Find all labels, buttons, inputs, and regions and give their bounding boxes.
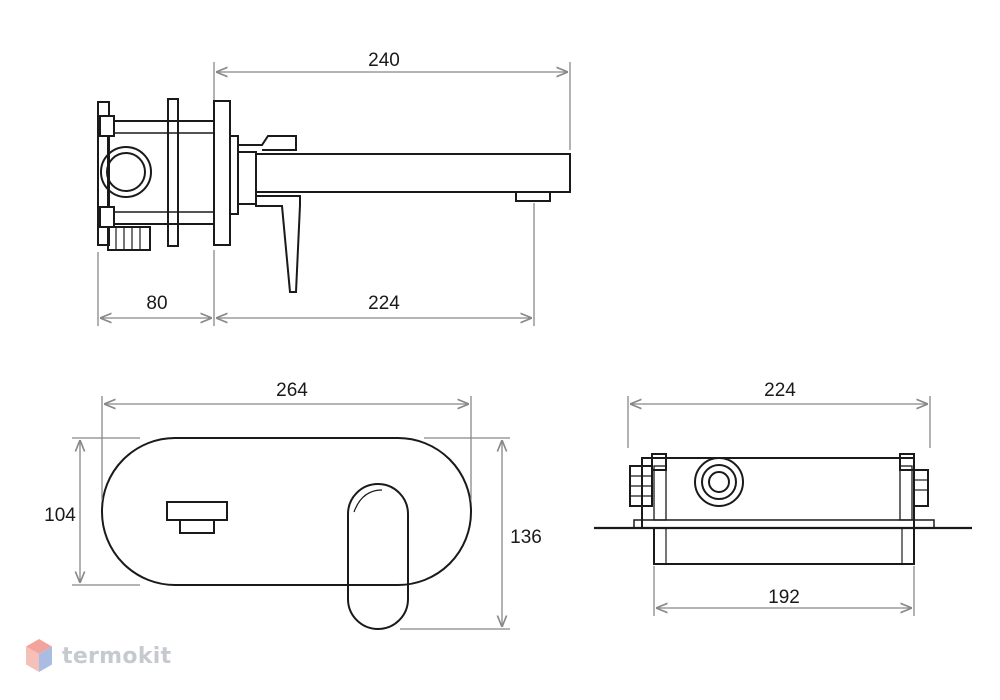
top-port-inner (708, 471, 730, 493)
dim-label-192: 192 (768, 587, 800, 608)
front-view (101, 437, 472, 630)
top-view (594, 453, 972, 565)
top-dimensions (627, 396, 931, 616)
dim-label-264: 264 (276, 380, 308, 401)
dim-label-240: 240 (368, 50, 400, 71)
side-lever (255, 195, 301, 293)
side-box-body (107, 120, 215, 225)
side-dimensions (97, 62, 571, 326)
dim-label-136: 136 (510, 527, 542, 548)
side-inlet-inner (106, 152, 146, 192)
side-left-bracket (97, 101, 110, 246)
dim-label-80: 80 (146, 293, 167, 314)
hexagon-cube-icon (26, 639, 52, 672)
dim-label-104: 104 (44, 505, 76, 526)
side-inlet-outer (100, 146, 152, 198)
top-box-body (641, 457, 915, 529)
top-port-outer (694, 457, 744, 507)
dim-label-224-side: 224 (368, 293, 400, 314)
side-strut (167, 98, 179, 247)
front-cover-plate (101, 437, 472, 586)
front-dimensions (72, 396, 510, 630)
side-wall-flange (213, 100, 231, 246)
side-aerator (515, 191, 551, 202)
front-aerator (179, 519, 215, 534)
brand-name: termokit (62, 643, 172, 669)
top-box-recess (653, 527, 915, 565)
front-lever (347, 483, 409, 630)
side-threaded-fitting (107, 226, 151, 251)
dim-label-224-top: 224 (764, 380, 796, 401)
side-spout (255, 153, 571, 193)
brand-logo: termokit (24, 636, 171, 676)
front-spout-face (166, 501, 228, 521)
top-port-mid (701, 464, 737, 500)
side-mixer-body (237, 151, 257, 205)
side-view (97, 98, 571, 293)
top-right-fitting (913, 469, 929, 507)
